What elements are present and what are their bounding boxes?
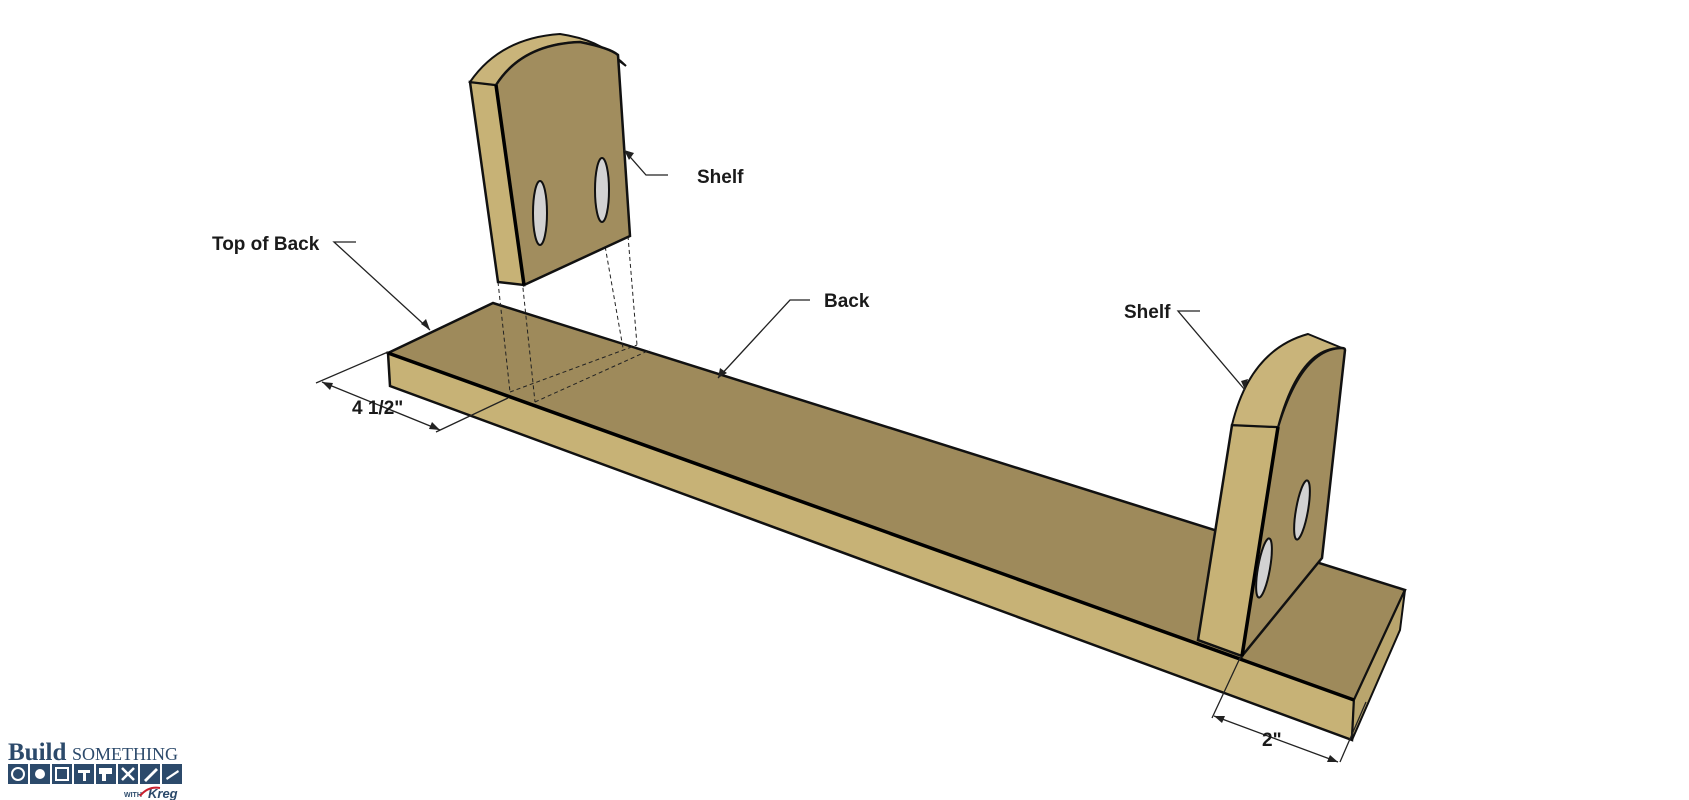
- pocket-hole: [1255, 537, 1273, 599]
- right-shelf-top-edge: [1230, 332, 1343, 429]
- dimension-offset: [1211, 657, 1367, 763]
- logo-saw-icon: [11, 767, 25, 781]
- logo-square-icon: [55, 767, 69, 781]
- pocket-hole: [532, 180, 548, 246]
- label-shelf-top: Shelf: [697, 167, 744, 188]
- label-shelf-right: Shelf: [1124, 302, 1171, 323]
- logo-with-text: WITH: [124, 792, 142, 799]
- label-dim-offset: 2": [1262, 730, 1282, 751]
- logo-hammer-icon: [78, 770, 90, 781]
- projection-lines: [497, 235, 651, 403]
- logo-tool-icons: [8, 764, 182, 784]
- logo-brand-swoosh: [139, 786, 161, 797]
- logo-something-text: SOMETHING: [72, 744, 178, 764]
- logo-drill-icon: [99, 768, 112, 781]
- pocket-hole: [594, 157, 610, 223]
- logo-build-text: Build: [8, 739, 66, 766]
- right-shelf-piece: [1196, 332, 1347, 661]
- logo-brand-text: Kreg: [148, 786, 178, 800]
- logo-clamp-icon: [121, 767, 135, 781]
- logo-brush-icon: [144, 768, 158, 782]
- dimension-width: [315, 351, 509, 433]
- back-board: [384, 301, 1407, 742]
- logo-gear-icon: [35, 769, 45, 779]
- leader-lines: [332, 149, 1246, 391]
- build-something-logo: Build SOMETHING WITH Kreg: [8, 739, 182, 800]
- pocket-hole: [1293, 479, 1311, 541]
- label-top-of-back: Top of Back: [212, 234, 320, 255]
- label-back: Back: [824, 291, 870, 312]
- label-dim-width: 4 1/2": [352, 398, 403, 419]
- top-shelf-face: [494, 40, 632, 287]
- dimension-offset-arrows: [1214, 716, 1338, 762]
- logo-level-icon: [166, 770, 179, 780]
- top-shelf-piece: [468, 32, 632, 287]
- leader-arrowheads: [421, 150, 1248, 390]
- dimension-width-arrows: [322, 382, 440, 430]
